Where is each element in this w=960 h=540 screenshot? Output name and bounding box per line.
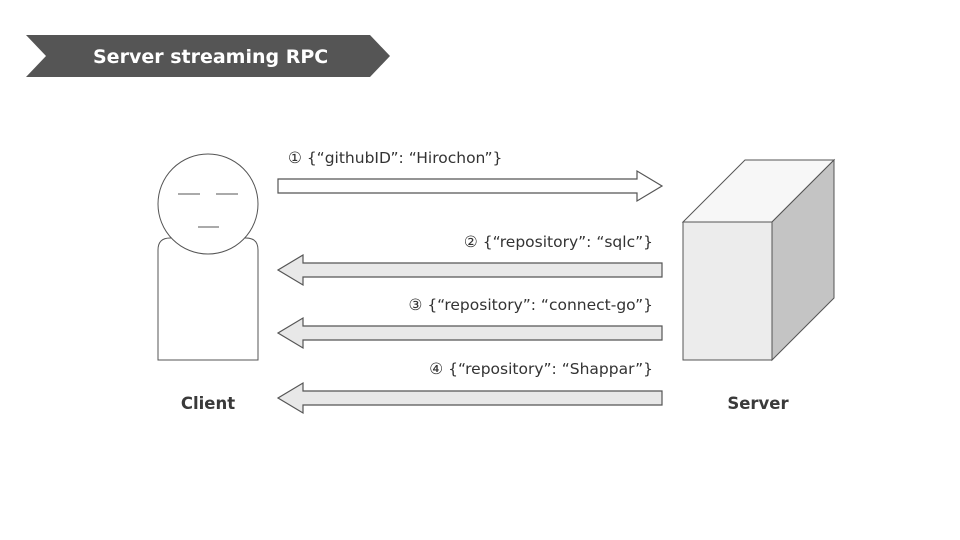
message-4-label: ④ {“repository”: “Shappar”} [429,360,653,378]
message-1-arrow [277,169,664,203]
server-box [681,158,836,362]
message-1-label: ① {“githubID”: “Hirochon”} [288,149,502,167]
client-figure [157,153,259,361]
message-4: ④ {“repository”: “Shappar”} [276,360,663,415]
message-1: ① {“githubID”: “Hirochon”} [277,149,664,203]
message-3-arrow [276,316,663,350]
message-2: ② {“repository”: “sqlc”} [276,233,663,287]
server-front-face [682,221,773,361]
title-text: Server streaming RPC [93,46,328,68]
message-3-label: ③ {“repository”: “connect-go”} [409,296,654,314]
client-label: Client [181,394,235,413]
message-3: ③ {“repository”: “connect-go”} [276,296,663,350]
title-banner: Server streaming RPC [26,35,390,77]
client-head [157,153,259,255]
server-label: Server [727,394,789,413]
message-4-arrow [276,381,663,415]
client-body [157,237,259,361]
message-2-arrow [276,253,663,287]
message-2-label: ② {“repository”: “sqlc”} [464,233,653,251]
title-banner-shape [26,35,390,77]
